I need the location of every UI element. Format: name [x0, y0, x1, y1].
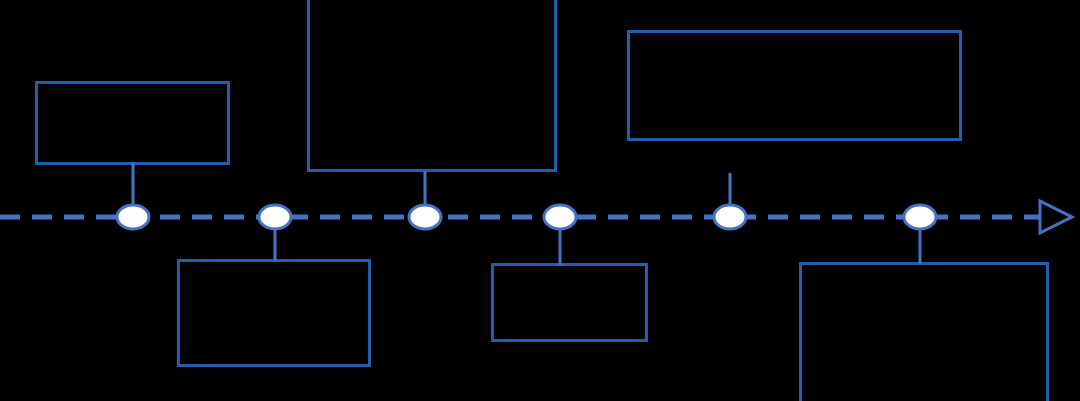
callout-box-4[interactable]: [491, 263, 648, 342]
callout-box-3[interactable]: [307, 0, 557, 172]
milestone-marker-3[interactable]: [407, 203, 443, 231]
milestone-marker-5[interactable]: [712, 203, 748, 231]
milestone-marker-6[interactable]: [902, 203, 938, 231]
milestone-marker-2[interactable]: [257, 203, 293, 231]
connector-stem-group: [131, 163, 922, 265]
milestone-marker-1[interactable]: [115, 203, 151, 231]
callout-box-2[interactable]: [177, 259, 371, 367]
callout-box-group: [35, 0, 1049, 401]
callout-box-5[interactable]: [627, 30, 962, 141]
milestone-marker-group: [115, 203, 938, 231]
callout-box-1[interactable]: [35, 81, 230, 165]
callout-box-6[interactable]: [799, 262, 1049, 401]
milestone-marker-4[interactable]: [542, 203, 578, 231]
timeline-arrowhead-icon: [1038, 198, 1076, 236]
timeline-axis-group: [0, 198, 1076, 236]
